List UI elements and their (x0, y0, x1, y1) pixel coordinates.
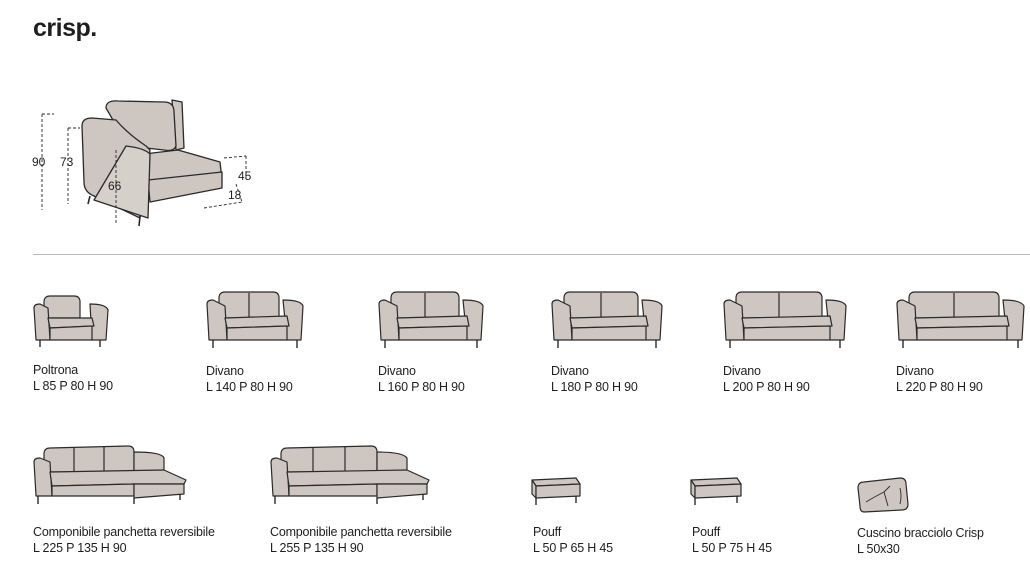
dim-total-height: 90 (32, 155, 46, 169)
product-caption-componibile-225: Componibile panchetta reversibile L 225 … (33, 524, 215, 556)
dim-seat-depth: 66 (108, 179, 122, 193)
product-caption-divano-220: Divano L 220 P 80 H 90 (896, 363, 983, 395)
section-divider (33, 254, 1030, 255)
product-dims: L 200 P 80 H 90 (723, 380, 810, 394)
modular-sofa-255-illustration (270, 445, 430, 504)
product-dims: L 255 P 135 H 90 (270, 541, 364, 555)
product-name: Divano (378, 364, 416, 378)
product-dims: L 50 P 75 H 45 (692, 541, 772, 555)
product-name: Pouff (533, 525, 561, 539)
product-caption-divano-160: Divano L 160 P 80 H 90 (378, 363, 465, 395)
product-caption-poltrona: Poltrona L 85 P 80 H 90 (33, 362, 113, 394)
hero-module-diagram: 90 73 66 45 18 (32, 99, 252, 227)
dim-leg-height: 18 (228, 188, 242, 202)
product-dims: L 160 P 80 H 90 (378, 380, 465, 394)
sofa-200-illustration (723, 291, 847, 348)
product-name: Cuscino bracciolo Crisp (857, 526, 984, 540)
dim-arm-height: 73 (60, 155, 74, 169)
sofa-180-illustration (551, 291, 663, 348)
sofa-160-illustration (378, 291, 484, 348)
product-dims: L 180 P 80 H 90 (551, 380, 638, 394)
brand-logo: crisp. (33, 14, 97, 42)
modular-sofa-225-illustration (33, 445, 187, 504)
product-dims: L 220 P 80 H 90 (896, 380, 983, 394)
armrest-cushion-illustration (857, 477, 909, 513)
product-name: Divano (896, 364, 934, 378)
sofa-220-illustration (896, 291, 1025, 348)
product-name: Pouff (692, 525, 720, 539)
product-caption-divano-200: Divano L 200 P 80 H 90 (723, 363, 810, 395)
product-caption-divano-180: Divano L 180 P 80 H 90 (551, 363, 638, 395)
product-name: Componibile panchetta reversibile (33, 525, 215, 539)
pouff-75-illustration (690, 477, 742, 505)
sofa-140-illustration (206, 291, 304, 348)
product-caption-componibile-255: Componibile panchetta reversibile L 255 … (270, 524, 452, 556)
product-name: Componibile panchetta reversibile (270, 525, 452, 539)
product-dims: L 50 P 65 H 45 (533, 541, 613, 555)
product-name: Divano (723, 364, 761, 378)
product-caption-divano-140: Divano L 140 P 80 H 90 (206, 363, 293, 395)
product-name: Divano (206, 364, 244, 378)
product-dims: L 140 P 80 H 90 (206, 380, 293, 394)
armchair-illustration (33, 295, 109, 347)
product-caption-cuscino: Cuscino bracciolo Crisp L 50x30 (857, 525, 984, 557)
product-name: Poltrona (33, 363, 78, 377)
product-dims: L 85 P 80 H 90 (33, 379, 113, 393)
product-dims: L 225 P 135 H 90 (33, 541, 127, 555)
product-caption-pouff-65: Pouff L 50 P 65 H 45 (533, 524, 613, 556)
pouff-65-illustration (531, 477, 581, 505)
product-name: Divano (551, 364, 589, 378)
product-dims: L 50x30 (857, 542, 900, 556)
product-caption-pouff-75: Pouff L 50 P 75 H 45 (692, 524, 772, 556)
dim-seat-height: 45 (238, 169, 252, 183)
